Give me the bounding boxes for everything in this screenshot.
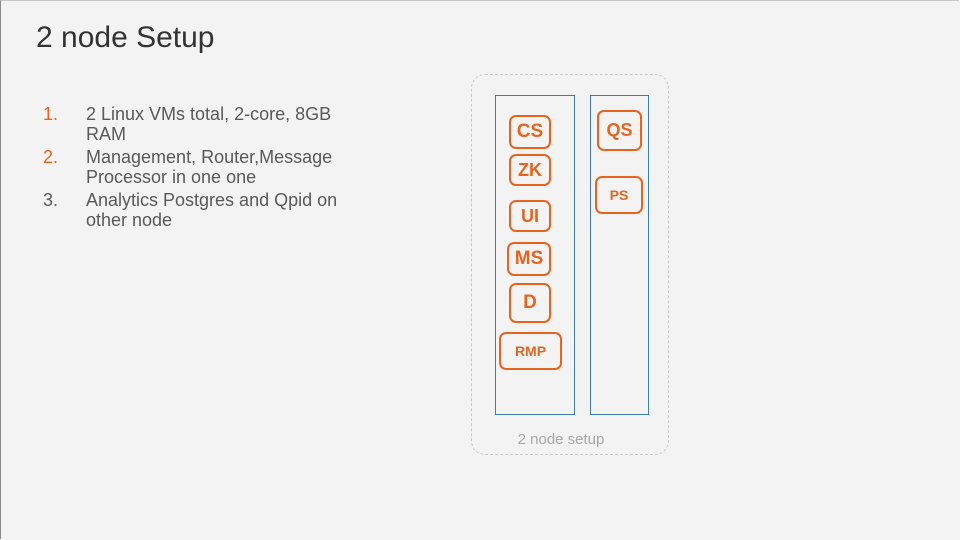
service-zk: ZK	[509, 154, 551, 186]
list-number: 1.	[43, 104, 59, 124]
list-item: 3. Analytics Postgres and Qpid on other …	[43, 190, 343, 230]
service-cs: CS	[509, 115, 551, 149]
service-ui: UI	[509, 200, 551, 232]
service-d: D	[509, 283, 551, 323]
list-number: 3.	[43, 190, 59, 210]
list-item: 1. 2 Linux VMs total, 2-core, 8GB RAM	[43, 104, 343, 144]
service-rmp: RMP	[499, 332, 562, 370]
setup-container	[471, 74, 669, 455]
list-number: 2.	[43, 147, 59, 167]
list-text: Analytics Postgres and Qpid on other nod…	[86, 190, 338, 230]
node-2-box	[590, 95, 649, 415]
list-item: 2. Management, Router,Message Processor …	[43, 147, 343, 187]
list-text: Management, Router,Message Processor in …	[86, 147, 333, 187]
bullet-list: 1. 2 Linux VMs total, 2-core, 8GB RAM 2.…	[43, 104, 343, 233]
node-1-box	[495, 95, 575, 415]
diagram-caption: 2 node setup	[517, 431, 605, 448]
slide-title: 2 node Setup	[36, 21, 215, 54]
service-qs: QS	[597, 110, 642, 151]
service-ms: MS	[507, 242, 551, 276]
list-text: 2 Linux VMs total, 2-core, 8GB RAM	[86, 104, 332, 144]
service-ps: PS	[595, 176, 643, 214]
